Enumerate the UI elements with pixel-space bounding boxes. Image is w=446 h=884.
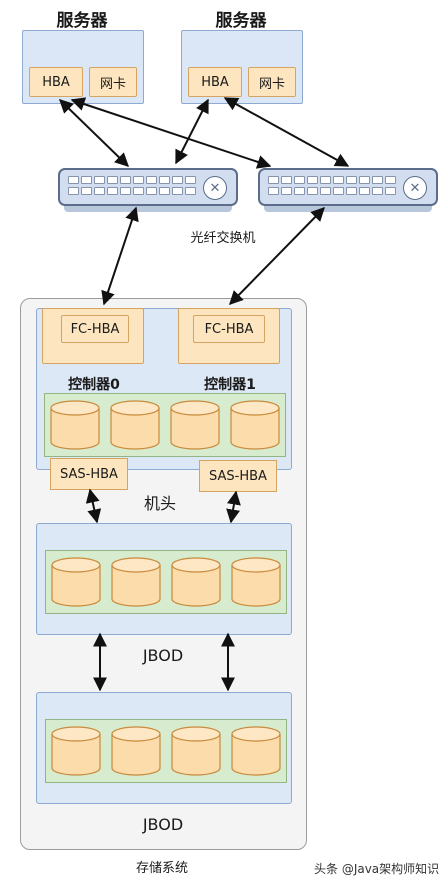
disk-icon — [50, 400, 100, 450]
switch-port — [107, 187, 118, 195]
sas-hba-1: SAS-HBA — [199, 460, 277, 492]
controller-0-label: 控制器0 — [68, 377, 120, 393]
disk-icon — [51, 557, 101, 607]
sas-hba-0: SAS-HBA — [50, 458, 128, 490]
jbod-2 — [36, 692, 292, 804]
switch-base — [64, 205, 232, 212]
switch-port — [133, 187, 144, 195]
watermark: 头条 @Java架构师知识 — [314, 862, 440, 876]
disk-row — [51, 557, 281, 607]
head-disk-group — [44, 393, 286, 457]
switch-port — [268, 187, 279, 195]
controller-1-card: FC-HBA — [178, 308, 280, 364]
switch-port — [172, 187, 183, 195]
link-server1-switch1 — [223, 97, 350, 167]
switch-port — [346, 187, 357, 195]
switch-port — [185, 176, 196, 184]
hba-card-right: HBA — [188, 67, 242, 97]
switch-port — [385, 176, 396, 184]
storage-system-label: 存储系统 — [135, 861, 188, 876]
switch-port — [294, 187, 305, 195]
switch-port — [294, 176, 305, 184]
link-switch1-controller1 — [229, 206, 325, 306]
switch-port — [268, 176, 279, 184]
switch-port — [320, 187, 331, 195]
switch-port — [372, 176, 383, 184]
jbod-2-label: JBOD — [142, 815, 184, 834]
disk-icon — [231, 726, 281, 776]
switch-label: 光纤交换机 — [190, 231, 256, 246]
fibre-switch-left: ✕ — [58, 168, 238, 212]
switch-port — [333, 176, 344, 184]
hba-card-left: HBA — [29, 67, 83, 97]
disk-icon — [110, 400, 160, 450]
disk-icon — [171, 557, 221, 607]
switch-port — [320, 176, 331, 184]
switch-port — [107, 176, 118, 184]
switch-port — [281, 187, 292, 195]
switch-port — [146, 176, 157, 184]
server-left: HBA 网卡 — [22, 30, 144, 104]
switch-port — [94, 187, 105, 195]
disk-row — [51, 726, 281, 776]
switch-port — [307, 187, 318, 195]
switch-port — [81, 187, 92, 195]
switch-port — [333, 187, 344, 195]
switch-port — [68, 187, 79, 195]
link-server0-switch1 — [70, 97, 272, 169]
jbod-1 — [36, 523, 292, 635]
disk-icon — [111, 726, 161, 776]
server-right-title: 服务器 — [215, 11, 267, 31]
switch-port — [185, 187, 196, 195]
disk-icon — [170, 400, 220, 450]
fc-hba-0: FC-HBA — [61, 315, 129, 343]
switch-port — [372, 187, 383, 195]
switch-port — [359, 176, 370, 184]
disk-icon — [231, 557, 281, 607]
disk-icon — [171, 726, 221, 776]
head-label: 机头 — [143, 494, 176, 513]
switch-icon: ✕ — [403, 176, 427, 200]
controller-0-card: FC-HBA — [42, 308, 144, 364]
link-server0-switch0 — [58, 99, 130, 167]
server-left-title: 服务器 — [56, 11, 108, 31]
switch-port — [159, 187, 170, 195]
switch-icon: ✕ — [203, 176, 227, 200]
controller-1-label: 控制器1 — [204, 377, 256, 393]
switch-port — [120, 176, 131, 184]
fc-hba-1: FC-HBA — [193, 315, 265, 343]
switch-port — [159, 176, 170, 184]
switch-port — [120, 187, 131, 195]
jbod-1-label: JBOD — [142, 646, 184, 665]
link-server1-switch0 — [175, 98, 209, 165]
server-right: HBA 网卡 — [181, 30, 303, 104]
switch-base — [264, 205, 432, 212]
disk-icon — [111, 557, 161, 607]
switch-port — [68, 176, 79, 184]
disk-icon — [51, 726, 101, 776]
disk-icon — [230, 400, 280, 450]
switch-port — [359, 187, 370, 195]
nic-card-left: 网卡 — [89, 67, 137, 97]
nic-card-right: 网卡 — [248, 67, 296, 97]
switch-port — [281, 176, 292, 184]
switch-port — [307, 176, 318, 184]
jbod-1-disk-group — [45, 550, 287, 614]
fibre-switch-right: ✕ — [258, 168, 438, 212]
switch-port — [146, 187, 157, 195]
jbod-2-disk-group — [45, 719, 287, 783]
switch-port — [346, 176, 357, 184]
switch-port — [81, 176, 92, 184]
link-switch0-controller0 — [101, 206, 139, 306]
switch-port — [133, 176, 144, 184]
disk-row — [50, 400, 280, 450]
switch-port — [385, 187, 396, 195]
switch-port — [172, 176, 183, 184]
switch-port — [94, 176, 105, 184]
